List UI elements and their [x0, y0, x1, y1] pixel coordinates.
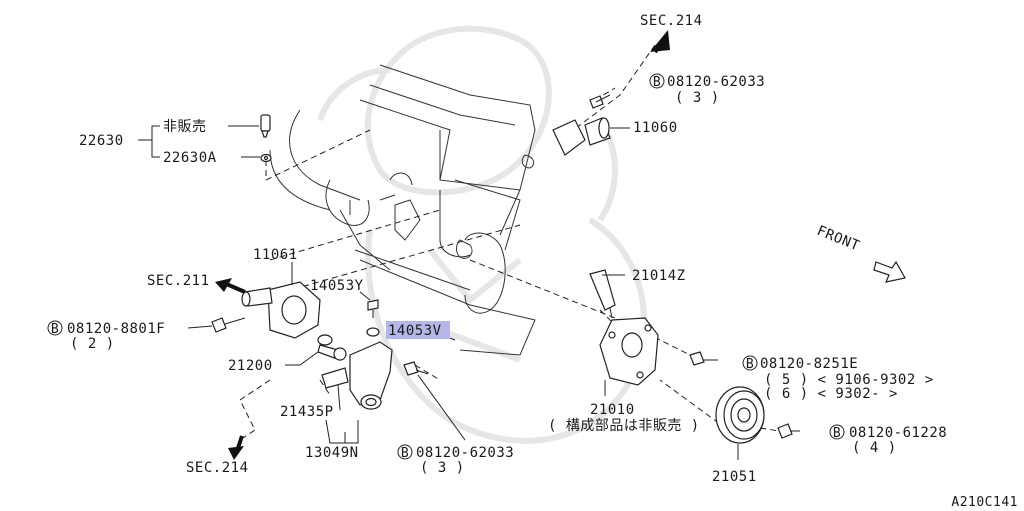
variant-08120-8251E-a: ( 5 ) < 9106-9302 > — [764, 372, 934, 388]
sealant-tube-21014Z[interactable] — [589, 269, 616, 319]
label-13049N[interactable]: 13049N — [305, 445, 359, 461]
thermostat-housing[interactable] — [349, 341, 393, 410]
section-link-sec214-top[interactable]: SEC.214 — [640, 13, 703, 29]
front-arrow-icon — [873, 260, 906, 283]
bolt-marker-text: B — [401, 446, 409, 461]
label-08120-62033-top[interactable]: 08120-62033 — [667, 74, 765, 90]
bolt-marker-icon — [47, 73, 845, 460]
washer-22630A[interactable] — [260, 153, 272, 163]
water-inlet-11061[interactable] — [241, 281, 321, 339]
label-08120-8251E[interactable]: 08120-8251E — [760, 356, 858, 372]
bolt-marker-text: B — [746, 357, 754, 372]
label-14053V[interactable]: 14053V — [388, 323, 442, 339]
label-22630[interactable]: 22630 — [79, 133, 124, 149]
bolt-14053Y[interactable] — [367, 299, 379, 318]
highlight-14053V — [386, 321, 450, 339]
label-08120-62033-bottom[interactable]: 08120-62033 — [416, 445, 514, 461]
section-link-sec211[interactable]: SEC.211 — [147, 273, 210, 289]
label-11060[interactable]: 11060 — [633, 120, 678, 136]
label-11061[interactable]: 11061 — [253, 247, 298, 263]
bolt-marker-text: B — [51, 322, 59, 337]
thermostat-21200[interactable] — [317, 334, 347, 361]
label-21435P[interactable]: 21435P — [280, 404, 334, 420]
arrow-sec214-bottom[interactable] — [228, 435, 244, 460]
pulley-21051[interactable] — [715, 386, 765, 444]
bolt-bottom-62033[interactable] — [403, 361, 429, 376]
section-link-sec214-bottom[interactable]: SEC.214 — [186, 460, 249, 476]
arrow-sec214-top[interactable] — [650, 30, 670, 54]
diagram-id: A210C141 — [951, 495, 1018, 510]
label-21051[interactable]: 21051 — [712, 469, 757, 485]
bolt-marker-text: B — [653, 75, 661, 90]
qty-08120-62033-bottom: ( 3 ) — [420, 460, 465, 476]
label-21010[interactable]: 21010 — [590, 402, 635, 418]
qty-08120-61228: ( 4 ) — [852, 440, 897, 456]
label-21014Z[interactable]: 21014Z — [632, 268, 686, 284]
label-21010-note: ( 構成部品は非販売 ) — [548, 418, 700, 434]
water-outlet-11060[interactable] — [552, 117, 611, 156]
bolt-8251E[interactable] — [689, 351, 718, 366]
label-08120-8801F[interactable]: 08120-8801F — [67, 321, 165, 337]
qty-08120-8801F: ( 2 ) — [70, 336, 115, 352]
water-pump-21010[interactable] — [599, 317, 659, 386]
front-label: FRONT — [815, 223, 862, 255]
arrow-sec211[interactable] — [215, 278, 246, 294]
bolt-8801F[interactable] — [211, 317, 246, 333]
leader-lines — [138, 125, 739, 460]
label-not-for-sale: 非販売 — [163, 119, 207, 135]
bolt-marker-text: B — [833, 426, 841, 441]
temperature-sensor-part[interactable] — [260, 114, 271, 138]
washer-14053V[interactable] — [366, 327, 380, 337]
label-21200[interactable]: 21200 — [228, 358, 273, 374]
label-22630A[interactable]: 22630A — [163, 150, 217, 166]
bolt-top-62033[interactable] — [589, 94, 611, 109]
label-14053Y[interactable]: 14053Y — [310, 278, 364, 294]
qty-08120-62033-top: ( 3 ) — [675, 90, 720, 106]
label-08120-61228[interactable]: 08120-61228 — [849, 425, 947, 441]
variant-08120-8251E-b: ( 6 ) < 9302- > — [764, 386, 898, 402]
bolt-61228[interactable] — [777, 423, 800, 439]
gasket-21435P[interactable] — [321, 367, 349, 389]
